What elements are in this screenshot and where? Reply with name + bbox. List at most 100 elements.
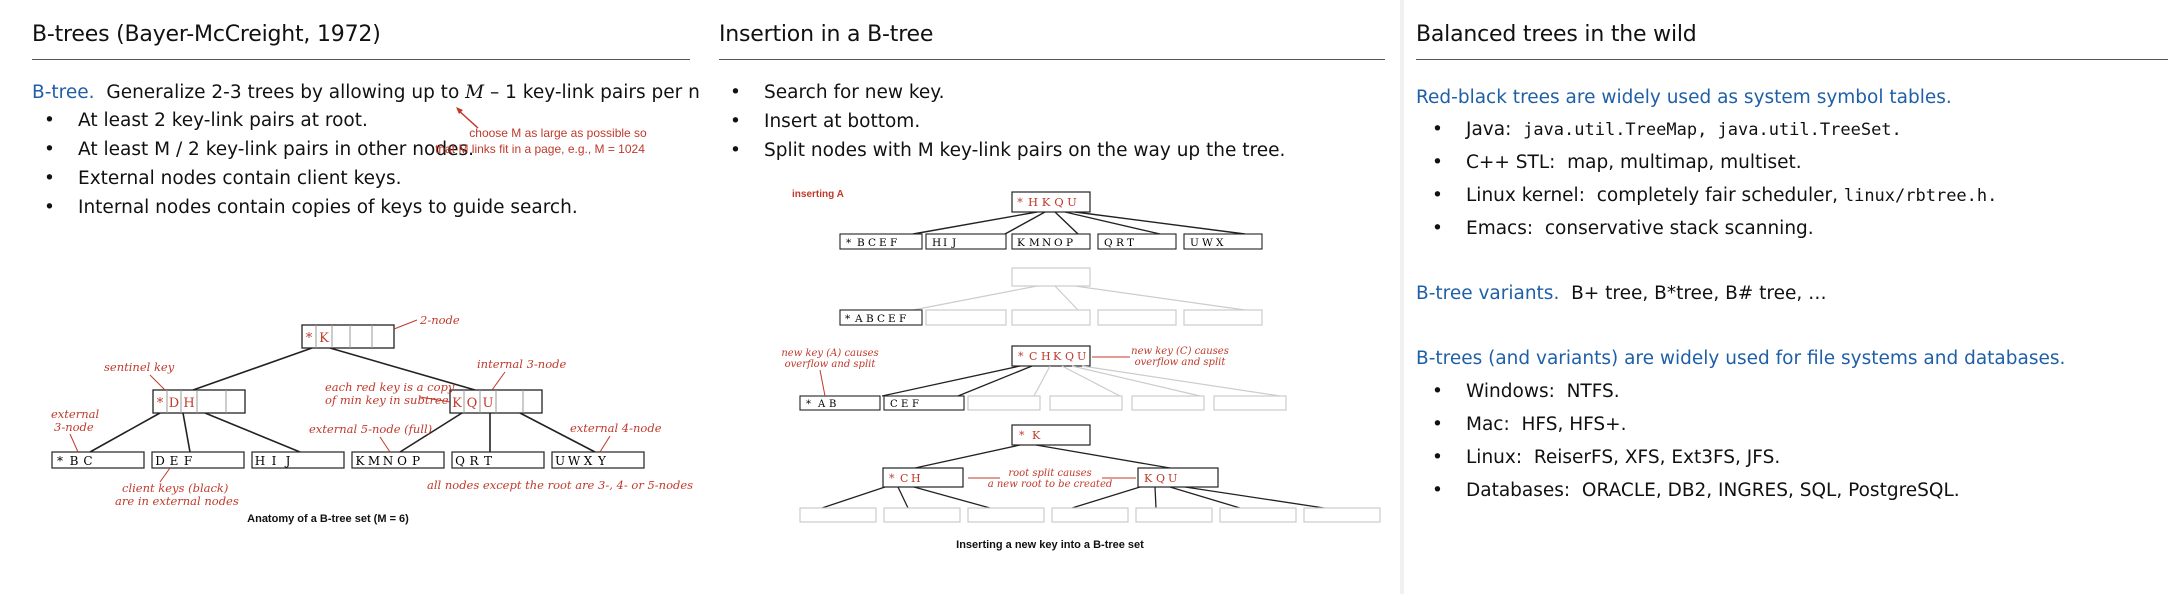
node-key: * xyxy=(806,399,811,410)
faded-edge xyxy=(1081,365,1281,397)
label-new-key-a-1: new key (A) causes xyxy=(781,348,878,359)
title-divider xyxy=(1416,59,2168,60)
item-mono: linux/rbtree.h. xyxy=(1843,186,1998,206)
node-key: C xyxy=(1029,350,1037,363)
third-root-node: * C H K Q U xyxy=(1011,345,1091,367)
bullet-item: •At least 2 key-link pairs at root. xyxy=(44,110,368,131)
node-key: D xyxy=(169,396,179,411)
variants-text: B+ tree, B*tree, B# tree, … xyxy=(1571,283,1827,304)
slide-title: B-trees (Bayer-McCreight, 1972) xyxy=(32,22,381,47)
label-external-4-node: external 4-node xyxy=(570,421,662,435)
label-inserting: inserting A xyxy=(792,189,844,200)
top-root-node: * H K Q U xyxy=(1011,191,1091,213)
note-line-2: that M links fit in a page, e.g., M = 10… xyxy=(435,142,645,156)
node-key: B xyxy=(70,454,79,468)
node-key: F xyxy=(899,313,906,325)
node-key: F xyxy=(890,237,897,249)
node-key: B xyxy=(829,399,836,410)
node-key: U xyxy=(1168,472,1177,485)
figure-caption: Inserting a new key into a B-tree set xyxy=(956,539,1144,551)
note-arrowhead xyxy=(456,107,463,114)
node-key: R xyxy=(469,454,479,468)
bullet-item: •Insert at bottom. xyxy=(730,111,921,132)
node-key: F xyxy=(184,454,192,468)
node-key: U xyxy=(1190,237,1199,249)
node-key: H xyxy=(911,472,921,485)
node-key: J xyxy=(951,237,956,249)
bullet-item: •Internal nodes contain copies of keys t… xyxy=(44,197,578,218)
tree-edge xyxy=(897,486,909,509)
node-key: P xyxy=(412,454,420,468)
node-key: * xyxy=(846,237,852,249)
node-key: H xyxy=(183,396,194,411)
bullet-item: •Linux: ReiserFS, XFS, Ext3FS, JFS. xyxy=(1432,447,1781,468)
node-key: K xyxy=(1053,350,1062,363)
node-key: F xyxy=(912,399,919,410)
intro-pre: Generalize 2-3 trees by allowing up to xyxy=(106,82,460,103)
node-key: W xyxy=(1202,237,1213,249)
item-text: HFS, HFS+. xyxy=(1521,414,1627,435)
node-key: D xyxy=(155,454,165,468)
second-leaf-node: * A B C E F xyxy=(839,309,923,326)
annotation-leader xyxy=(491,371,506,391)
label-root-split-1: root split causes xyxy=(1008,468,1091,479)
node-key: T xyxy=(1127,237,1134,249)
bt-heading: B-trees (and variants) are widely used f… xyxy=(1416,348,2066,369)
node-key: K xyxy=(319,331,329,346)
faded-edge xyxy=(1033,365,1051,397)
tree-edge xyxy=(1004,211,1046,235)
internal-node-left: * D H xyxy=(152,389,246,414)
tree-edge xyxy=(329,347,476,391)
node-key: * xyxy=(845,313,851,325)
bullet-text: Search for new key. xyxy=(764,82,945,103)
item-label: Databases: xyxy=(1466,480,1571,501)
node-key: E xyxy=(888,313,896,325)
variants-heading: B-tree variants. xyxy=(1416,283,1560,304)
variants-line: B-tree variants. B+ tree, B*tree, B# tre… xyxy=(1416,283,1827,304)
annotation-leader xyxy=(149,374,166,391)
label-new-key-c-1: new key (C) causes xyxy=(1131,346,1229,357)
bullet-item: •C++ STL: map, multimap, multiset. xyxy=(1432,152,1802,173)
bullet-item: •External nodes contain client keys. xyxy=(44,168,402,189)
node-key: W xyxy=(568,454,581,468)
bullet-text: Internal nodes contain copies of keys to… xyxy=(78,197,578,218)
tree-edge xyxy=(1074,211,1246,235)
node-key: Q xyxy=(467,396,478,411)
tree-edge xyxy=(914,444,1021,469)
node-key: Q xyxy=(455,454,465,468)
item-label: Emacs: xyxy=(1466,218,1534,239)
node-key: H xyxy=(255,454,265,468)
node-key: K xyxy=(356,454,366,468)
leaf-node: U W X Y xyxy=(551,451,645,469)
item-label: Linux: xyxy=(1466,447,1523,468)
label-new-key-a-2: overflow and split xyxy=(785,359,877,370)
leaf-node: Q R T xyxy=(451,451,545,469)
node-key: I xyxy=(272,454,277,468)
node-key: B xyxy=(866,313,874,325)
faded-node xyxy=(1131,395,1205,411)
node-key: P xyxy=(1066,237,1073,249)
figure-caption: Anatomy of a B-tree set (M = 6) xyxy=(247,513,409,525)
label-client-keys-1: client keys (black) xyxy=(122,481,228,495)
node-key: Q xyxy=(1156,472,1165,485)
faded-node xyxy=(967,507,1045,523)
tree-edge xyxy=(204,412,301,453)
label-2-node: 2-node xyxy=(419,313,460,327)
tree-edge xyxy=(913,486,991,509)
label-client-keys-2: are in external nodes xyxy=(115,494,239,508)
faded-node xyxy=(925,309,1007,326)
node-key: H xyxy=(932,237,941,249)
label-external-3-node-1: external xyxy=(51,407,99,421)
tree-edge xyxy=(1064,211,1161,235)
node-key: O xyxy=(1054,237,1063,249)
intro-line: B-tree. Generalize 2-3 trees by allowing… xyxy=(32,82,740,103)
node-key: * xyxy=(57,454,63,468)
node-key: K xyxy=(1032,429,1041,442)
node-key: Y xyxy=(597,454,607,468)
tree-edge xyxy=(1054,211,1079,235)
rb-heading: Red-black trees are widely used as syste… xyxy=(1416,87,1952,108)
top-leaf-row: * B C E F H I J K M N O P Q R T U W X xyxy=(839,233,1263,250)
tree-edge xyxy=(912,211,1038,235)
node-key: * xyxy=(157,396,164,411)
title-divider xyxy=(719,59,1385,60)
